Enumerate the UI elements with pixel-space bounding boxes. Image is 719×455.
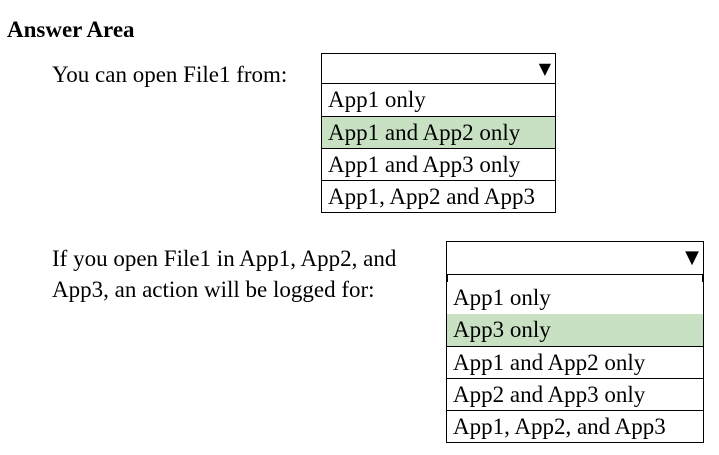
question-2-dropdown-header[interactable]: ▼ — [446, 241, 704, 275]
question-1-options-list: App1 only App1 and App2 only App1 and Ap… — [321, 84, 556, 213]
question-1-option[interactable]: App1, App2 and App3 — [322, 180, 555, 212]
question-1-option[interactable]: App1 only — [328, 87, 426, 112]
question-2-dropdown[interactable]: ▼ App1 only App3 only App1 and App2 only… — [446, 241, 704, 443]
question-2-option-selected[interactable]: App3 only — [447, 314, 703, 346]
question-2-option[interactable]: App1 and App2 only — [447, 346, 703, 378]
question-1-option-selected[interactable]: App1 and App2 only — [322, 116, 555, 148]
options-spacer — [447, 275, 703, 282]
answer-area-heading: Answer Area — [7, 17, 135, 42]
question-2-prompt-line-2: App3, an action will be logged for: — [52, 277, 375, 302]
question-1-dropdown-header[interactable]: ▼ — [321, 53, 556, 84]
question-2-options-list: App1 only App3 only App1 and App2 only A… — [446, 275, 704, 443]
question-1-dropdown[interactable]: ▼ App1 only App1 and App2 only App1 and … — [321, 53, 556, 213]
question-2-option[interactable]: App1, App2, and App3 — [447, 410, 703, 442]
question-1-prompt: You can open File1 from: — [52, 62, 288, 87]
dropdown-arrow-icon[interactable]: ▼ — [685, 247, 699, 268]
question-2-prompt-line-1: If you open File1 in App1, App2, and — [52, 246, 397, 271]
question-2-option[interactable]: App2 and App3 only — [447, 378, 703, 410]
question-2-option[interactable]: App1 only — [453, 285, 551, 310]
dropdown-arrow-icon[interactable]: ▼ — [538, 58, 551, 78]
question-1-option[interactable]: App1 and App3 only — [322, 148, 555, 180]
